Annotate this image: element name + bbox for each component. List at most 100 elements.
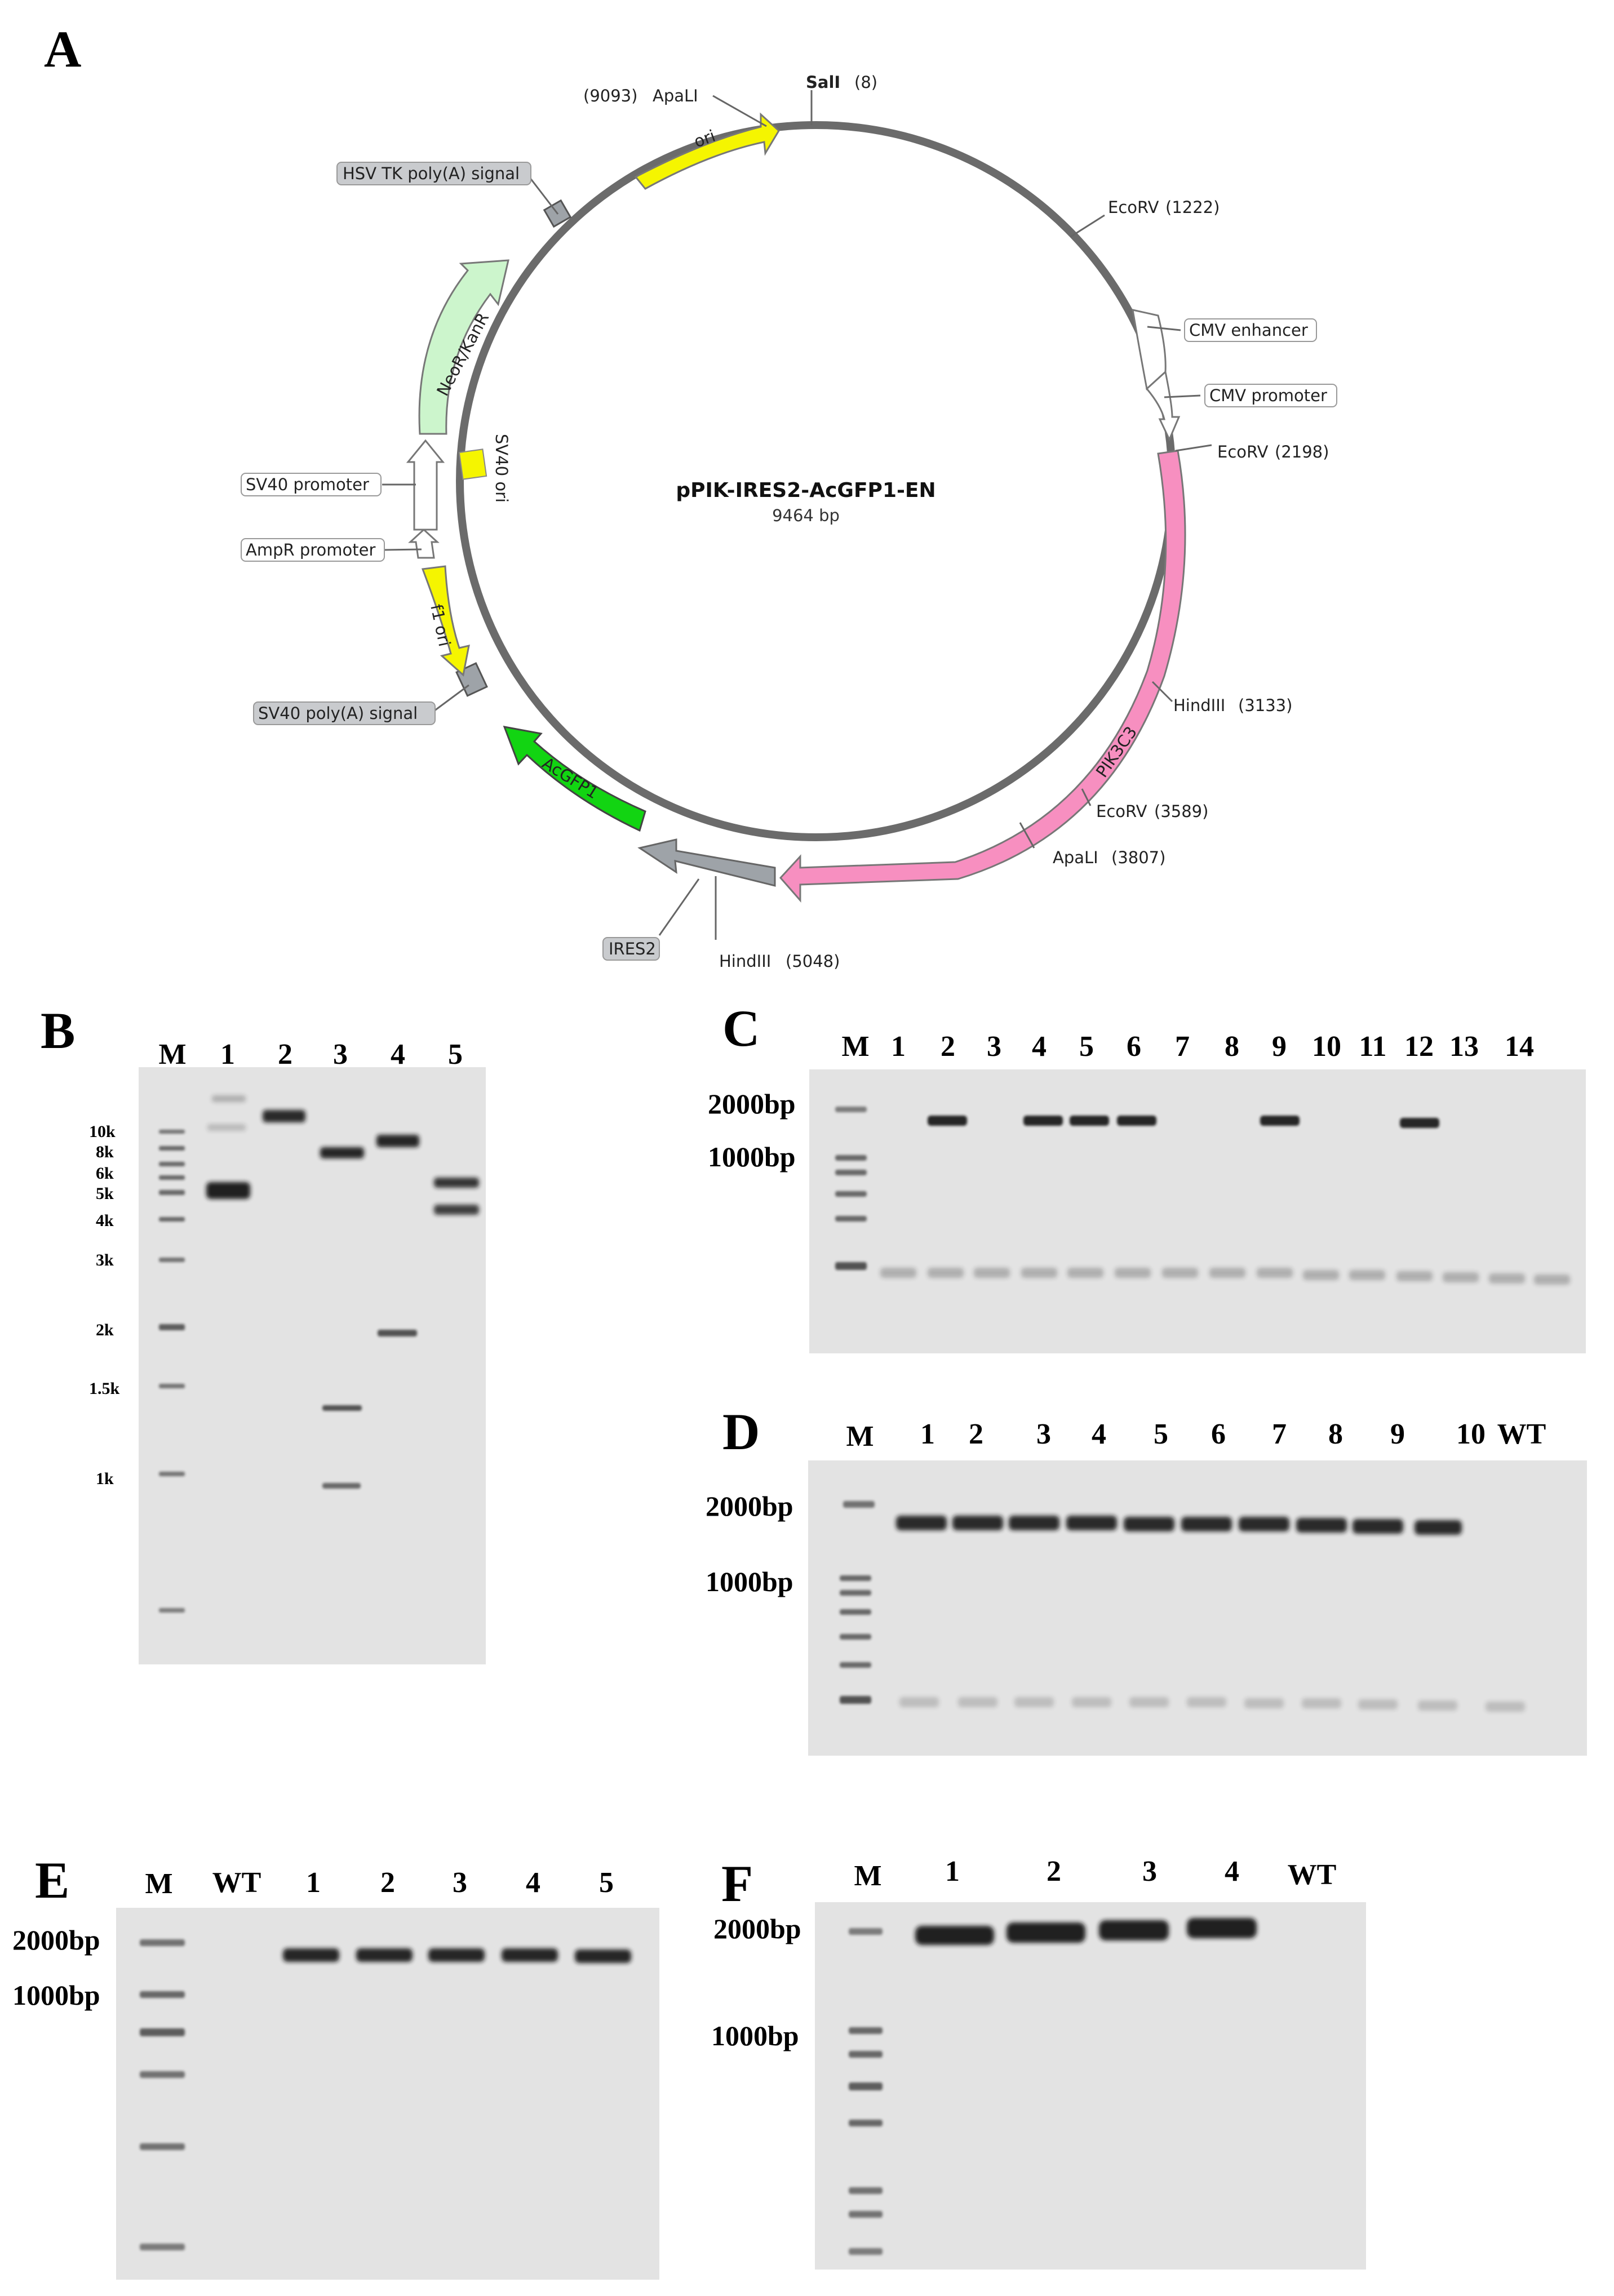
- sv40-polya-label: SV40 poly(A) signal: [258, 704, 418, 723]
- feature-ires2: [637, 838, 776, 887]
- band: [1260, 1116, 1300, 1126]
- gel-b-lane-labels: M 1 2 3 4 5: [158, 1038, 463, 1071]
- panel-d: D M 1 2 3 4 5 6 7 8 9 10 WT 2000bp 1000b…: [706, 1403, 1587, 1756]
- band: [1006, 1922, 1085, 1943]
- gel-b-bands: [159, 1095, 479, 1613]
- site-apali2-name: ApaLI: [1053, 848, 1098, 867]
- gel-b-ladder-label: 4k: [96, 1211, 114, 1230]
- band: [880, 1268, 916, 1278]
- panel-f: F M 1 2 3 4 WT 2000bp 1000bp: [711, 1855, 1366, 2270]
- gel-b-lane-label: 4: [391, 1038, 405, 1071]
- gel-d-bands: [840, 1501, 1525, 1712]
- gel-b-ladder-label: 5k: [96, 1184, 114, 1203]
- gel-d-lane-labels: M 1 2 3 4 5 6 7 8 9 10 WT: [846, 1418, 1546, 1453]
- gel-c: [809, 1069, 1586, 1353]
- gel-e-lane-label: 2: [380, 1867, 395, 1899]
- ladder-band: [849, 2187, 883, 2194]
- band: [434, 1178, 479, 1188]
- band: [1296, 1518, 1347, 1533]
- band: [1349, 1270, 1385, 1280]
- band: [356, 1948, 413, 1962]
- cmv-promoter-box: [1204, 384, 1337, 407]
- gel-c-lane-label: 5: [1079, 1031, 1094, 1063]
- gel-d-lane-label: 3: [1036, 1418, 1051, 1450]
- gel-b-lane-label: 3: [333, 1038, 348, 1071]
- ladder-band: [849, 2120, 883, 2126]
- gel-b: [139, 1067, 486, 1664]
- gel-d-size-label: 2000bp: [706, 1490, 793, 1522]
- feature-sv40ori-label: SV40 ori: [492, 434, 511, 503]
- gel-d: [808, 1460, 1587, 1756]
- band: [1162, 1268, 1198, 1278]
- cmv-promoter-label: CMV promoter: [1209, 386, 1327, 405]
- gel-c-size-label: 1000bp: [708, 1141, 796, 1173]
- band: [928, 1116, 967, 1126]
- gel-c-lane-label: 3: [987, 1031, 1001, 1063]
- gel-b-ladder-label: 3k: [96, 1251, 114, 1269]
- band: [1187, 1697, 1226, 1707]
- gel-b-ladder-label: 1k: [96, 1469, 114, 1488]
- gel-d-lane-label: 5: [1154, 1418, 1168, 1450]
- ladder-band: [159, 1324, 185, 1330]
- gel-d-lane-label: 1: [920, 1418, 935, 1450]
- ladder-band: [849, 2248, 883, 2255]
- gel-e-lane-label: WT: [212, 1867, 261, 1899]
- gel-c-lane-label: 6: [1127, 1031, 1141, 1063]
- ladder-band: [159, 1175, 185, 1180]
- band: [263, 1110, 305, 1122]
- ladder-band: [159, 1472, 185, 1476]
- site-ecorv3-pos: (3589): [1154, 802, 1208, 821]
- gel-e-lane-label: 5: [599, 1867, 614, 1899]
- gel-c-lane-label: 1: [891, 1031, 906, 1063]
- gel-c-lane-label: 10: [1312, 1031, 1341, 1063]
- gel-e-bands: [140, 1939, 631, 2250]
- gel-f-size-label: 1000bp: [711, 2020, 799, 2051]
- ladder-band: [159, 1608, 185, 1613]
- band: [1489, 1273, 1525, 1284]
- ladder-band: [849, 2082, 883, 2090]
- site-ecorv2-name: EcoRV: [1217, 442, 1269, 461]
- gel-d-lane-label: M: [846, 1420, 873, 1453]
- band: [974, 1268, 1010, 1278]
- site-ecorv1-pos: (1222): [1165, 198, 1220, 217]
- sv40-ori-square: [458, 448, 487, 480]
- band: [952, 1516, 1003, 1530]
- ires2-label-box: [602, 937, 660, 961]
- panel-a: A pPIK-IRES2-AcGFP1-EN 9464 bp ori PIK3C…: [44, 20, 1337, 971]
- ladder-band: [849, 1928, 883, 1935]
- gel-e: [116, 1908, 659, 2280]
- gel-d-lane-label: 10: [1456, 1418, 1486, 1450]
- panel-b: B M 1 2 3 4 5 10k 8k 6k 5k 4k 3k 2k 1.5k…: [41, 1002, 486, 1664]
- band: [502, 1948, 558, 1962]
- ladder-band: [140, 2143, 185, 2150]
- band: [928, 1268, 964, 1278]
- band: [1021, 1268, 1057, 1278]
- ladder-band: [835, 1107, 867, 1112]
- gel-f-lane-labels: M 1 2 3 4 WT: [854, 1855, 1336, 1892]
- gel-d-size-label: 1000bp: [706, 1566, 793, 1597]
- band: [915, 1926, 994, 1945]
- sv40-polya-box: [253, 701, 436, 725]
- sv40-promoter-box: [241, 473, 382, 496]
- gel-b-lane-label: 5: [448, 1038, 463, 1071]
- ladder-band: [835, 1170, 867, 1175]
- ladder-band: [840, 1609, 871, 1615]
- band: [283, 1948, 339, 1962]
- ladder-band: [849, 2027, 883, 2034]
- gel-c-lane-label: 12: [1404, 1031, 1434, 1063]
- band: [1443, 1272, 1479, 1282]
- band: [1358, 1699, 1398, 1709]
- gel-c-lane-label: 14: [1505, 1031, 1534, 1063]
- ladder-band: [835, 1216, 867, 1222]
- gel-f-lane-label: M: [854, 1860, 881, 1892]
- ladder-band: [835, 1262, 867, 1270]
- plasmid-name: pPIK-IRES2-AcGFP1-EN: [676, 479, 935, 502]
- ladder-band: [840, 1575, 871, 1581]
- ladder-band: [835, 1191, 867, 1197]
- ladder-band: [835, 1155, 867, 1161]
- gel-c-lane-label: 2: [941, 1031, 955, 1063]
- gel-e-lane-label: M: [145, 1868, 172, 1900]
- ladder-band: [159, 1190, 185, 1195]
- ires2-label: IRES2: [609, 939, 656, 958]
